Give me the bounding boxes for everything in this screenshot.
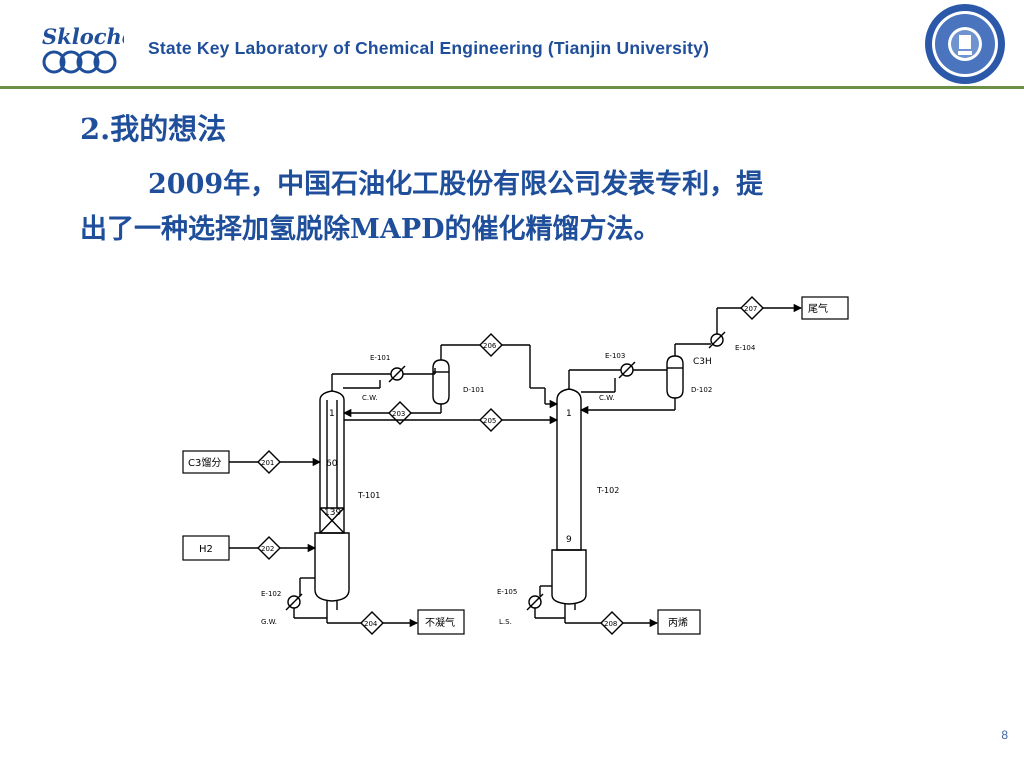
stream-202: 202 (261, 545, 274, 553)
label-t102: T-102 (596, 486, 619, 495)
t101-tray-bot: 139 (324, 508, 341, 518)
header-divider (0, 86, 1024, 89)
stream-205: 205 (483, 417, 496, 425)
stream-201: 201 (261, 459, 274, 467)
label-ls: L.S. (499, 618, 512, 626)
product-propylene-box: 丙烯 (668, 616, 688, 629)
paragraph-line-2: 出了一种选择加氢脱除MAPD的催化精馏方法。 (80, 214, 661, 245)
label-t101: T-101 (357, 491, 380, 500)
t102-tray-bot: 9 (566, 535, 572, 545)
logo-text: Skloche (42, 24, 124, 49)
label-gw: G.W. (261, 618, 277, 626)
feed-c3-box: C3馏分 (188, 456, 221, 469)
label-cw-1: C.W. (362, 394, 377, 402)
paragraph-line-1: 2009年，中国石油化工股份有限公司发表专利，提 (148, 169, 764, 200)
stream-203: 203 (392, 410, 405, 418)
label-cw-2: C.W. (599, 394, 614, 402)
section-heading: 2.我的想法 (80, 112, 227, 146)
t101-tray-top: 1 (329, 409, 335, 419)
label-c3h: C3H (693, 357, 712, 367)
stream-208: 208 (604, 620, 617, 628)
body-paragraph: 2009年，中国石油化工股份有限公司发表专利，提 出了一种选择加氢脱除MAPD的… (80, 162, 910, 252)
page-number: 8 (1001, 728, 1008, 742)
product-tail-box: 尾气 (808, 302, 828, 315)
label-e102: E-102 (261, 590, 281, 598)
label-e103: E-103 (605, 352, 625, 360)
product-vent-box: 不凝气 (425, 616, 455, 629)
label-e105: E-105 (497, 588, 517, 596)
label-d102: D-102 (691, 386, 712, 394)
label-e101: E-101 (370, 354, 390, 362)
t102-tray-top: 1 (566, 409, 572, 419)
skloche-logo: Skloche (38, 20, 135, 76)
stream-207: 207 (744, 305, 757, 313)
feed-h2-box: H2 (199, 544, 213, 555)
column-t102 (551, 388, 587, 623)
process-flow-diagram: 1 60 139 T-101 1 9 T-102 C3馏分 201 H2 202 (175, 288, 865, 648)
tianjin-university-seal-icon (921, 2, 1009, 86)
stream-206: 206 (483, 342, 497, 350)
label-d101: D-101 (463, 386, 484, 394)
column-t101 (314, 390, 350, 623)
t101-tray-mid: 60 (326, 459, 338, 469)
header-title: State Key Laboratory of Chemical Enginee… (148, 38, 710, 58)
stream-204: 204 (364, 620, 378, 628)
label-e104: E-104 (735, 344, 756, 352)
